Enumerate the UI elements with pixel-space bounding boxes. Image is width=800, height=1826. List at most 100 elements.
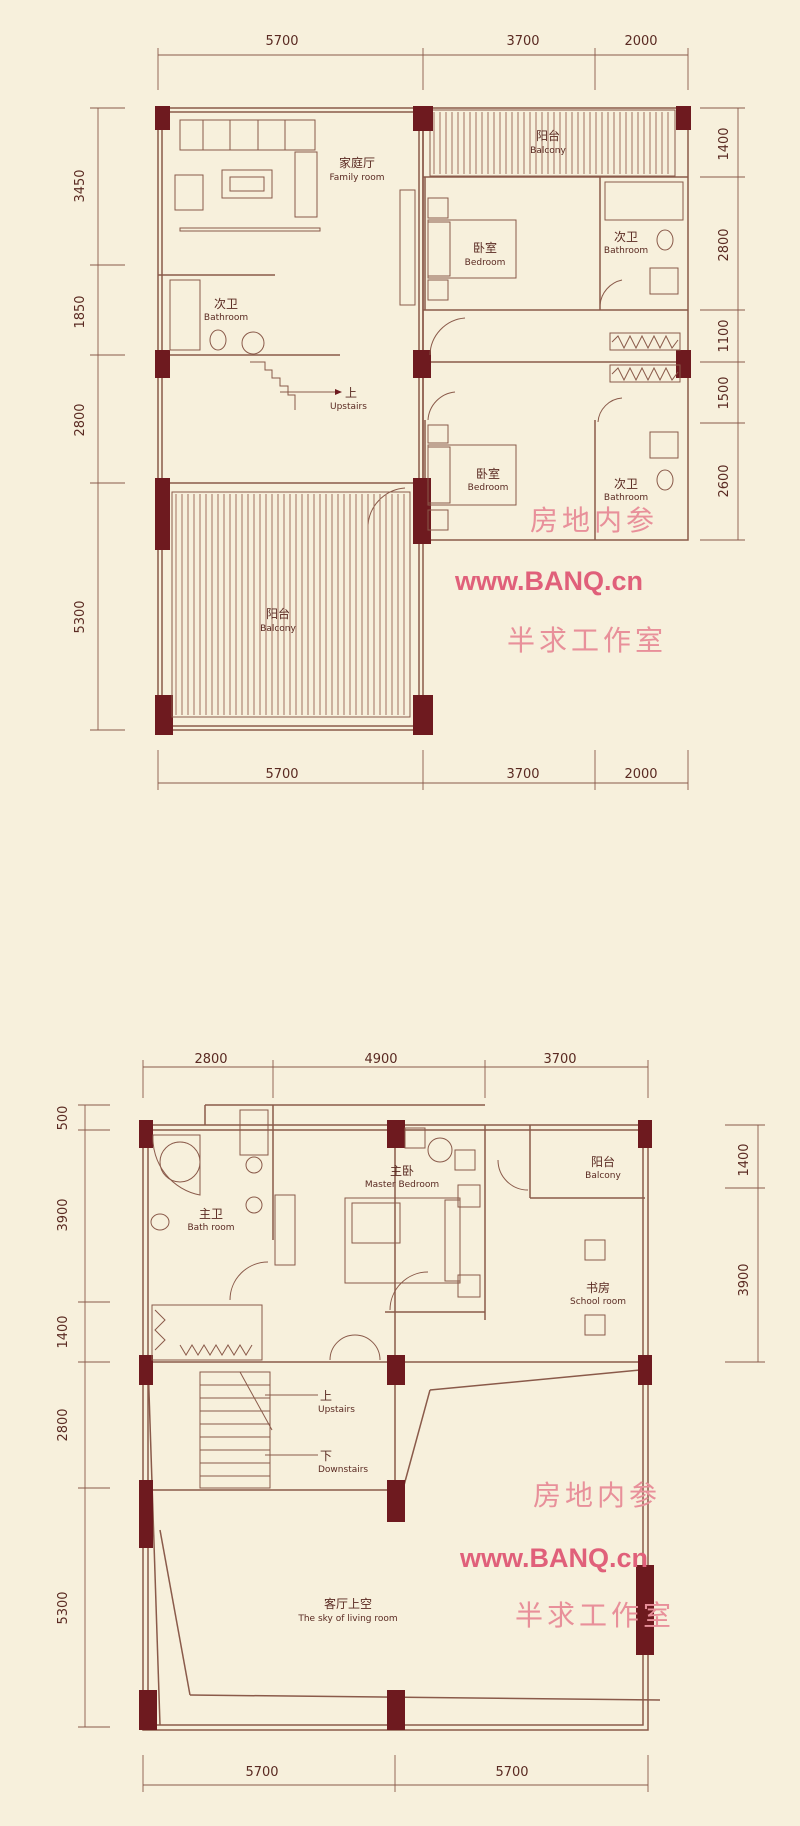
bathtub-icon [169, 181, 684, 351]
dim-left-3: 1400 [56, 1315, 71, 1348]
watermark-1: 房地内参 www.BANQ.cn 半求工作室 [454, 504, 667, 657]
column [139, 1120, 153, 1148]
column [413, 478, 431, 544]
dim-left-2: 3900 [56, 1198, 71, 1231]
bed-icon [427, 424, 517, 531]
label-balcony-en: Balcony [585, 1171, 621, 1181]
dim-top-3: 3700 [543, 1052, 576, 1067]
label-bathroom-1-cn: 次卫 [614, 230, 638, 244]
dim-bottom-3: 2000 [624, 767, 657, 782]
toilet-icon [209, 229, 674, 491]
upper-dims-top: 5700 3700 2000 [157, 34, 689, 90]
dim-right-5: 2600 [717, 464, 732, 497]
dim-top-1: 5700 [265, 34, 298, 49]
upper-columns [155, 106, 691, 735]
dim-right-4: 1500 [717, 376, 732, 409]
label-master-bedroom-en: Master Bedroom [365, 1180, 439, 1190]
upper-labels: 阳台 Balcony 家庭厅 Family room 卧室 Bedroom 次卫… [204, 128, 648, 634]
label-upstairs-en: Upstairs [318, 1405, 355, 1415]
label-bathroom-1-en: Bathroom [604, 246, 648, 256]
bed-icon [344, 1184, 481, 1298]
column [139, 1480, 153, 1548]
toilet-icon [150, 1213, 170, 1231]
dim-right-1: 1400 [717, 127, 732, 160]
stairs-icon [199, 1371, 318, 1489]
label-bedroom-1-en: Bedroom [465, 258, 506, 268]
upper-floor-plan: 5700 3700 2000 5700 3700 2000 3450 1850 … [73, 34, 745, 790]
label-bathroom-2-en: Bathroom [204, 313, 248, 323]
dim-bottom-2: 5700 [495, 1765, 528, 1780]
upstairs-icon [250, 361, 342, 410]
label-bathroom-3-en: Bathroom [604, 493, 648, 503]
label-family-room-cn: 家庭厅 [339, 155, 375, 170]
dim-bottom-1: 5700 [245, 1765, 278, 1780]
column [139, 1355, 153, 1385]
lower-floor-plan: 2800 4900 3700 5700 5700 500 3900 1400 2… [56, 1052, 765, 1792]
lower-dims-right: 1400 3900 [725, 1124, 765, 1363]
label-balcony-cn: 阳台 [591, 1154, 615, 1169]
label-downstairs-en: Downstairs [318, 1465, 368, 1475]
column [387, 1355, 405, 1385]
label-school-room-en: School room [570, 1297, 626, 1307]
upper-dims-bottom: 5700 3700 2000 [157, 750, 689, 790]
label-bedroom-2-en: Bedroom [468, 483, 509, 493]
dim-right-3: 1100 [717, 319, 732, 352]
label-bedroom-1-cn: 卧室 [473, 240, 497, 255]
label-stairs-en: Upstairs [330, 402, 367, 412]
watermark-2: 房地内参 www.BANQ.cn 半求工作室 [459, 1479, 675, 1632]
dim-top-2: 3700 [506, 34, 539, 49]
column [387, 1120, 405, 1148]
dim-top-3: 2000 [624, 34, 657, 49]
door-icon [229, 1159, 529, 1361]
dim-left-1: 3450 [73, 169, 88, 202]
label-downstairs-cn: 下 [320, 1449, 332, 1463]
dim-top-2: 4900 [364, 1052, 397, 1067]
column [387, 1690, 405, 1730]
lower-walls [142, 1104, 661, 1731]
column [638, 1355, 652, 1385]
dim-left-4: 5300 [73, 600, 88, 633]
dim-left-2: 1850 [73, 295, 88, 328]
big-balcony-stripes [171, 491, 411, 718]
column [387, 1480, 405, 1522]
sink-icon [241, 267, 679, 459]
upper-dims-right: 1400 2800 1100 1500 2600 [700, 107, 745, 541]
dim-top-1: 2800 [194, 1052, 227, 1067]
label-living-sky-cn: 客厅上空 [324, 1596, 372, 1611]
label-balcony-big-cn: 阳台 [266, 606, 290, 621]
lower-dims-top: 2800 4900 3700 [142, 1052, 649, 1098]
column [638, 1120, 652, 1148]
label-upstairs-cn: 上 [320, 1389, 332, 1403]
bed-icon [399, 189, 517, 306]
column [139, 1690, 157, 1730]
label-bedroom-2-cn: 卧室 [476, 466, 500, 481]
lower-columns [139, 1120, 654, 1730]
dim-left-5: 5300 [56, 1591, 71, 1624]
column [676, 350, 691, 378]
label-master-bedroom-cn: 主卧 [390, 1164, 414, 1178]
column [413, 350, 431, 378]
dim-bottom-1: 5700 [265, 767, 298, 782]
lower-dims-left: 500 3900 1400 2800 5300 [56, 1104, 110, 1728]
dim-right-2: 2800 [717, 228, 732, 261]
watermark-studio: 半求工作室 [515, 1599, 675, 1632]
upper-dims-left: 3450 1850 2800 5300 [73, 107, 125, 731]
label-living-sky-en: The sky of living room [297, 1614, 397, 1624]
label-balcony-top-en: Balcony [530, 146, 566, 156]
label-bath-room-cn: 主卫 [199, 1207, 223, 1221]
label-bathroom-2-cn: 次卫 [214, 297, 238, 311]
sink-icon [239, 1109, 296, 1266]
bathtub-icon [152, 1134, 201, 1196]
label-balcony-top-cn: 阳台 [536, 128, 560, 143]
label-bath-room-en: Bath room [187, 1223, 234, 1233]
column [413, 106, 433, 131]
sofa-set-icon [174, 119, 321, 232]
top-balcony-stripes [429, 109, 676, 177]
lower-dims-bottom: 5700 5700 [142, 1755, 649, 1792]
dim-left-3: 2800 [73, 403, 88, 436]
watermark-studio: 半求工作室 [507, 624, 667, 657]
column [636, 1565, 654, 1655]
dim-right-2: 3900 [737, 1263, 752, 1296]
chair-icon [404, 1127, 606, 1336]
